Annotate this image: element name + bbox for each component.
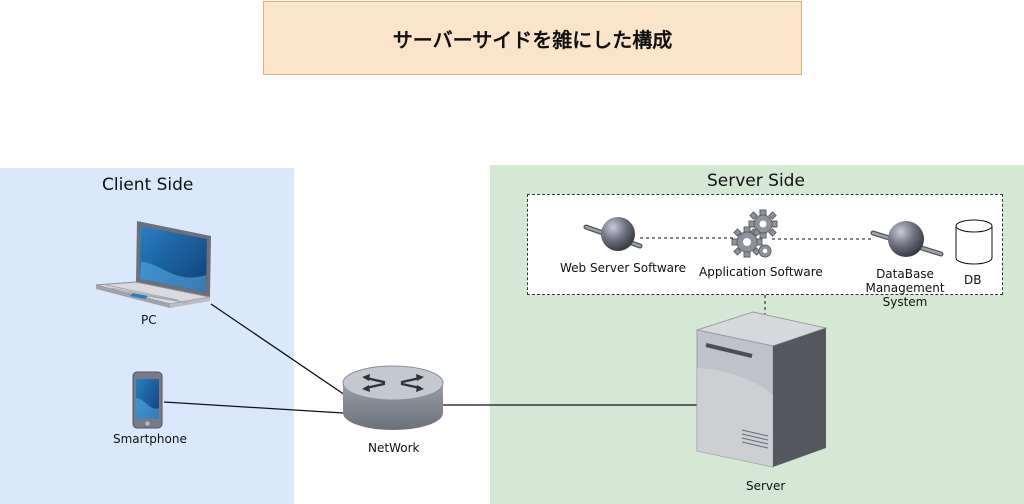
smartphone-label: Smartphone <box>113 432 187 446</box>
db-label: DB <box>964 273 982 287</box>
edge-pc-network <box>210 303 346 396</box>
application-software-label: Application Software <box>699 265 823 279</box>
server-side-label: Server Side <box>707 171 805 191</box>
laptop-icon <box>95 221 211 308</box>
database-icon <box>955 219 993 265</box>
pc-label: PC <box>141 313 157 327</box>
smartphone-icon <box>132 371 163 429</box>
router-icon <box>342 365 444 430</box>
diagram-title-box: サーバーサイドを雑にした構成 <box>263 1 802 75</box>
dbms-icon <box>870 221 944 257</box>
edge-smartphone-network <box>163 401 344 414</box>
web-server-software-label: Web Server Software <box>560 261 687 275</box>
dbms-label: DataBase Management System <box>865 267 945 309</box>
server-icon <box>695 311 828 468</box>
web-server-software-icon <box>583 217 643 251</box>
gears-icon <box>731 209 778 258</box>
network-label: NetWork <box>368 441 420 455</box>
diagram-title: サーバーサイドを雑にした構成 <box>392 27 673 52</box>
server-label: Server <box>746 479 786 493</box>
client-side-label: Client Side <box>102 175 194 195</box>
